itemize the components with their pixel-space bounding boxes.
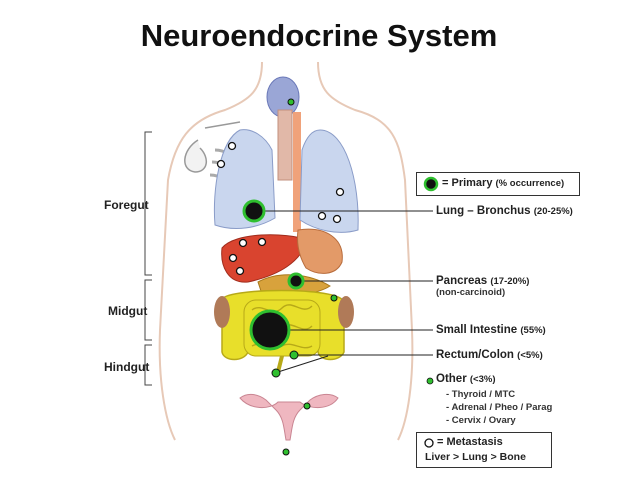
small-intestine-primary-dot — [249, 309, 291, 351]
primary-legend-label: = Primary (% occurrence) — [442, 177, 565, 189]
pancreas-primary-dot — [287, 272, 305, 290]
uterus — [239, 393, 339, 441]
rectum-primary-dot — [289, 350, 299, 360]
ovary-other-dot — [303, 402, 311, 410]
region-midgut: Midgut — [108, 304, 148, 318]
pancreas-note: (non-carcinoid) — [436, 287, 506, 298]
hindgut-bracket — [144, 344, 152, 386]
other-item-adrenal: - Adrenal / Pheo / Parag — [446, 402, 553, 413]
metastasis-sites: Liver > Lung > Bone — [425, 451, 526, 463]
label-rectum-colon: Rectum/Colon (<5%) — [436, 349, 543, 361]
metastasis-dot — [228, 253, 238, 263]
primary-legend-box: = Primary (% occurrence) — [416, 172, 580, 196]
metastasis-dot — [227, 141, 237, 151]
region-foregut: Foregut — [104, 198, 149, 212]
right-lung — [299, 129, 359, 233]
rectum-primary-dot-2 — [271, 368, 281, 378]
adrenal-other-dot — [330, 294, 338, 302]
metastasis-dot — [332, 214, 342, 224]
label-pancreas: Pancreas (17-20%) (non-carcinoid) — [436, 275, 530, 298]
shoulder-bones — [184, 121, 241, 173]
other-dot-icon — [426, 377, 434, 385]
metastasis-dot-icon — [424, 438, 434, 448]
kidney-right — [338, 296, 354, 328]
label-small-intestine: Small Intestine (55%) — [436, 324, 546, 336]
body-outline — [158, 61, 414, 441]
midgut-bracket — [144, 279, 152, 341]
label-other: Other (<3%) — [436, 373, 496, 385]
metastasis-dot — [257, 237, 267, 247]
cervix-other-dot — [282, 448, 290, 456]
rectum — [276, 355, 284, 373]
metastasis-dot — [216, 159, 226, 169]
metastasis-dot — [335, 187, 345, 197]
metastasis-dot — [235, 266, 245, 276]
metastasis-legend-box: = Metastasis Liver > Lung > Bone — [416, 432, 552, 468]
stomach — [297, 228, 343, 274]
page-title: Neuroendocrine System — [140, 18, 498, 53]
primary-dot-icon — [423, 176, 439, 192]
lung-primary-dot — [242, 199, 266, 223]
rectum-leader-2 — [277, 355, 329, 373]
region-hindgut: Hindgut — [104, 360, 150, 374]
foregut-bracket — [144, 131, 152, 276]
esophagus — [293, 112, 301, 232]
label-lung-bronchus: Lung – Bronchus (20-25%) — [436, 205, 573, 217]
thyroid-other-dot — [287, 98, 295, 106]
other-item-thyroid: - Thyroid / MTC — [446, 389, 516, 400]
trachea — [277, 109, 293, 181]
metastasis-dot — [317, 211, 327, 221]
metastasis-legend-label: = Metastasis — [437, 436, 503, 448]
metastasis-dot — [238, 238, 248, 248]
other-item-cervix: - Cervix / Ovary — [446, 415, 516, 426]
kidney-left — [214, 296, 230, 328]
